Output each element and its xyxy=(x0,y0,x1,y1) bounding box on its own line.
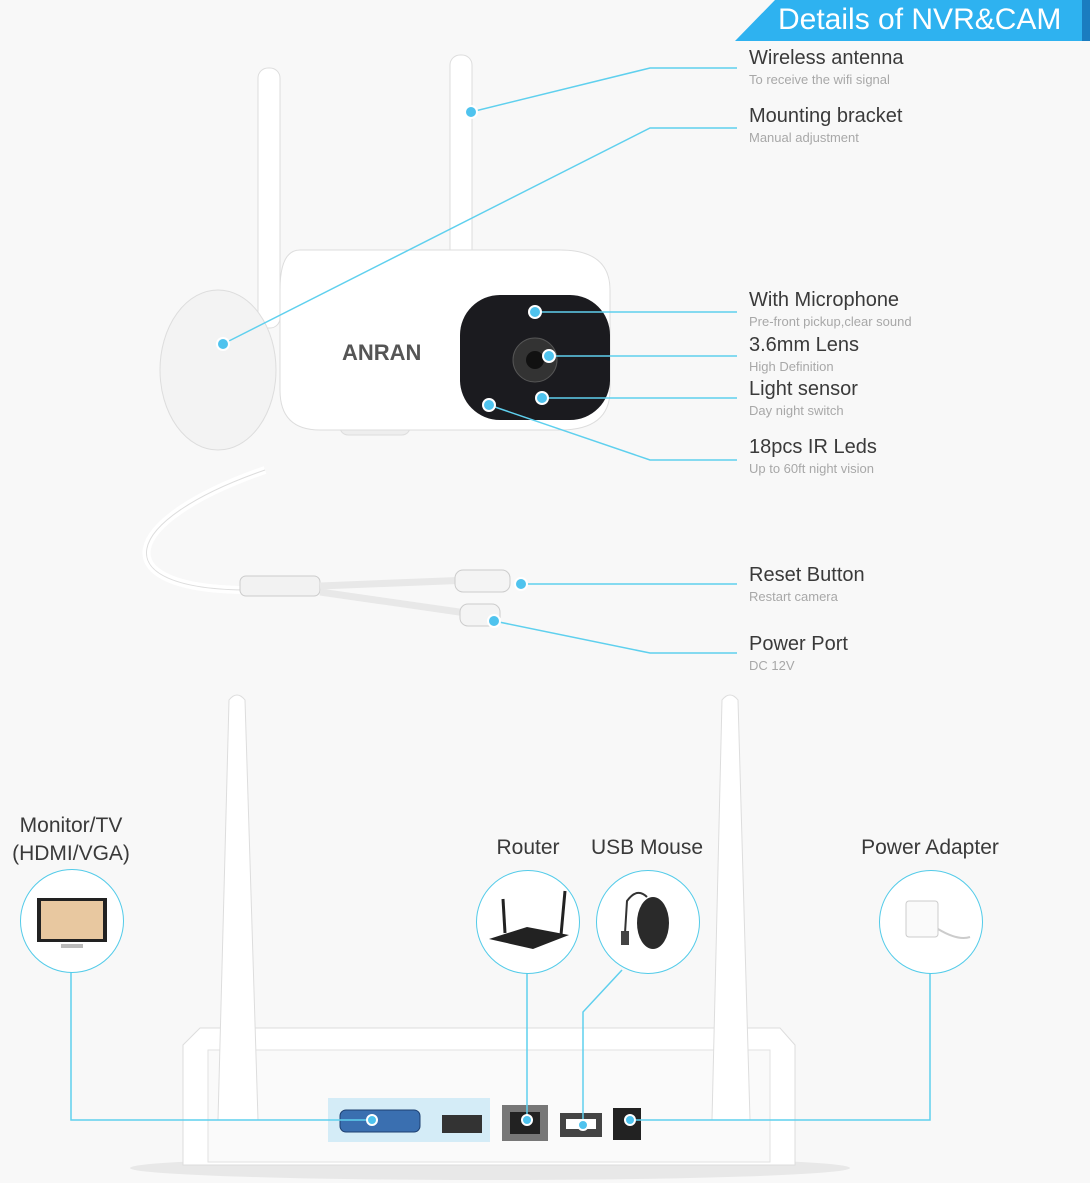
feature-title: 18pcs IR Leds xyxy=(749,436,877,458)
header-banner xyxy=(735,0,1090,41)
usb-mouse-icon xyxy=(596,870,700,974)
power-adapter-icon xyxy=(879,870,983,974)
feature-subtitle: Pre-front pickup,clear sound xyxy=(749,314,912,329)
feature-ir-leds: 18pcs IR Leds Up to 60ft night vision xyxy=(749,435,877,479)
camera: ANRAN xyxy=(142,54,611,627)
feature-title: Wireless antenna xyxy=(749,47,904,69)
label-power-adapter: Power Adapter xyxy=(861,836,999,859)
page-title: Details of NVR&CAM xyxy=(778,3,1062,36)
label-monitor-tv: Monitor/TV (HDMI/VGA) xyxy=(4,812,138,868)
label-usb-mouse: USB Mouse xyxy=(590,836,704,859)
feature-title: Power Port xyxy=(749,633,848,655)
feature-wireless-antenna: Wireless antenna To receive the wifi sign… xyxy=(749,46,904,90)
camera-callout-lines xyxy=(222,67,737,654)
label-line: (HDMI/VGA) xyxy=(12,842,130,865)
feature-title: Reset Button xyxy=(749,564,865,586)
feature-subtitle: Up to 60ft night vision xyxy=(749,461,875,476)
feature-title: Light sensor xyxy=(749,378,858,400)
router-icon xyxy=(476,870,580,974)
label-router: Router xyxy=(496,836,560,859)
feature-subtitle: To receive the wifi signal xyxy=(749,72,890,87)
feature-subtitle: Day night switch xyxy=(749,403,844,418)
feature-title: 3.6mm Lens xyxy=(749,334,860,356)
label-line: Monitor/TV xyxy=(19,814,123,837)
feature-power-port: Power Port DC 12V xyxy=(749,632,848,676)
feature-subtitle: Restart camera xyxy=(749,589,838,604)
banner-strip xyxy=(1082,0,1090,41)
feature-title: Mounting bracket xyxy=(749,105,903,127)
nvr-connection-lines xyxy=(70,969,931,1125)
feature-subtitle: DC 12V xyxy=(749,658,795,673)
feature-subtitle: Manual adjustment xyxy=(749,130,859,145)
feature-subtitle: High Definition xyxy=(749,359,834,374)
callout-dots xyxy=(216,105,556,628)
monitor-icon xyxy=(20,869,124,973)
nvr-recorder xyxy=(130,694,850,1180)
feature-title: With Microphone xyxy=(749,289,900,311)
camera-brand-logo: ANRAN xyxy=(342,340,421,365)
